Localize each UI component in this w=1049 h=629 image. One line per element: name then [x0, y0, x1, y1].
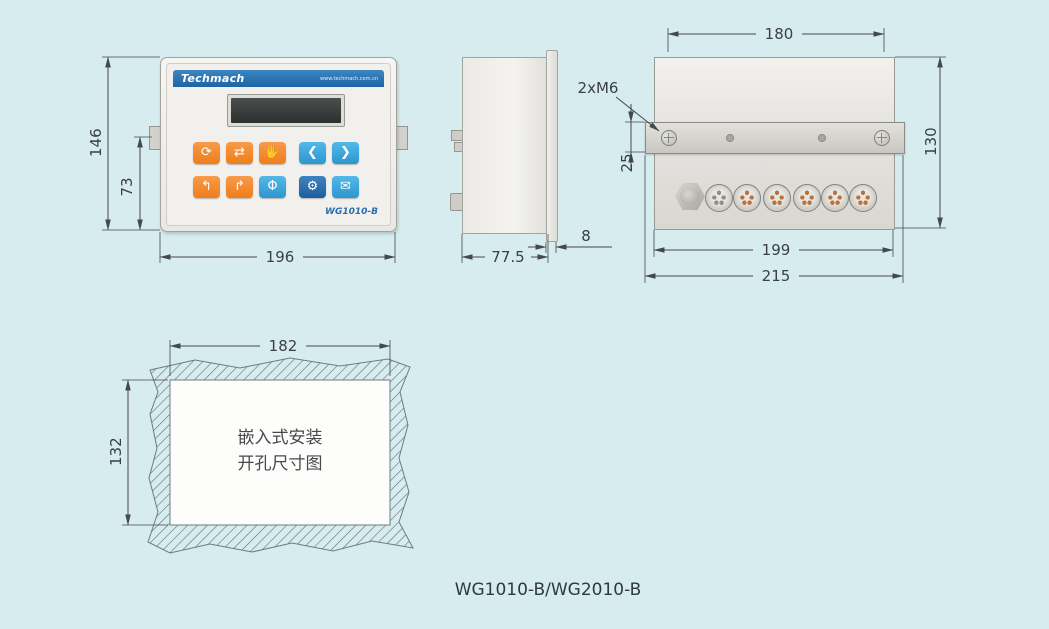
shift-arrows-button: ⇄ [226, 142, 253, 164]
signal-connector-3 [763, 184, 791, 212]
hatched-panel-area [147, 357, 414, 554]
gear-button: ⚙ [299, 176, 326, 198]
dim-bracket-offset: 25 [618, 153, 636, 173]
dim-rear-hole-spacing: 180 [756, 26, 802, 42]
dim-bracket-width: 215 [753, 268, 799, 284]
cutout-caption-line1: 嵌入式安装 [237, 428, 323, 448]
dim-front-width: 196 [257, 249, 303, 265]
dim-cutout-height: 132 [107, 437, 125, 466]
cutout-caption-line2: 开孔尺寸图 [237, 454, 323, 475]
dim-flange-thickness: 8 [581, 227, 591, 245]
dim-cutout-width: 182 [260, 338, 306, 354]
brand-website: www.techmach.com.cn [320, 76, 378, 82]
cutout-hole [170, 380, 390, 525]
bracket-screw-right [874, 130, 890, 146]
dim-rear-width: 199 [753, 242, 799, 258]
drawing-title: WG1010-B/WG2010-B [454, 580, 642, 600]
hand-button: ✋ [259, 142, 286, 164]
dim-screw-spec: 2xM6 [577, 79, 619, 97]
mounting-bracket-bar [645, 122, 905, 154]
panel-cutout-drawing [147, 357, 414, 554]
right-arrow-button: ❯ [332, 142, 359, 164]
dim-front-height: 146 [87, 128, 105, 157]
hex-plug-connector [675, 183, 705, 210]
bracket-screw-left [661, 130, 677, 146]
signal-connector-2 [733, 184, 761, 212]
dim-rear-height: 130 [922, 127, 940, 156]
dim-front-half-height: 73 [118, 177, 136, 197]
signal-connector-5 [821, 184, 849, 212]
bracket-rivet-1 [726, 134, 734, 142]
rotate-button: ⟳ [193, 142, 220, 164]
corner-up-right-button: ↱ [226, 176, 253, 198]
model-label: WG1010-B [325, 207, 378, 217]
cutout-caption: 嵌入式安装 开孔尺寸图 [180, 425, 380, 478]
phi-button: Φ [259, 176, 286, 198]
left-arrow-button: ❮ [299, 142, 326, 164]
signal-connector-1 [705, 184, 733, 212]
bracket-rivet-2 [818, 134, 826, 142]
lcd-frame [227, 94, 345, 127]
brand-band: Techmach www.techmach.com.cn [173, 70, 384, 87]
mail-button: ✉ [332, 176, 359, 198]
signal-connector-6 [849, 184, 877, 212]
dim-side-depth: 77.5 [485, 249, 531, 265]
side-view-front-flange [546, 50, 558, 242]
front-view-device: Techmach www.techmach.com.cn ⟳ ⇄ ✋ ❮ ❯ ↰… [160, 57, 397, 232]
signal-connector-4 [793, 184, 821, 212]
brand-logo: Techmach [181, 72, 245, 85]
side-view-body [462, 57, 549, 234]
corner-up-left-button: ↰ [193, 176, 220, 198]
front-bezel: Techmach www.techmach.com.cn ⟳ ⇄ ✋ ❮ ❯ ↰… [166, 63, 391, 226]
lcd-screen [231, 98, 341, 123]
